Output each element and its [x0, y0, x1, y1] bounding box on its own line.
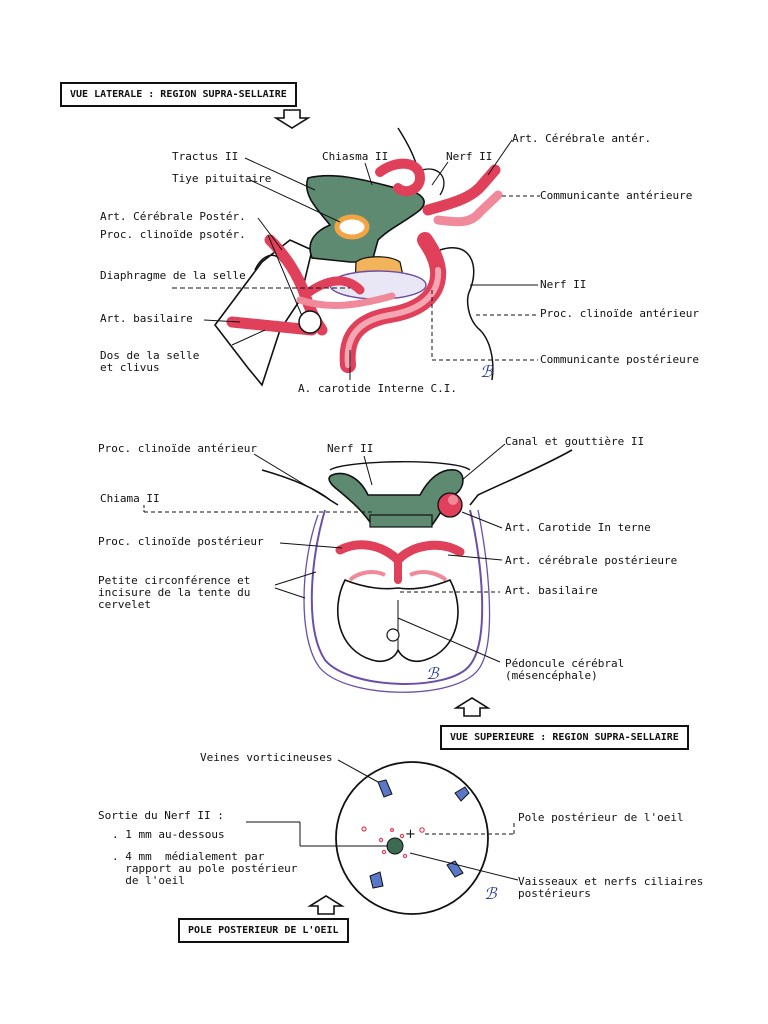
vortex-vein-icon [446, 860, 464, 878]
vortex-vein-icon [454, 786, 470, 802]
superior-title: VUE SUPERIEURE : REGION SUPRA-SELLAIRE [450, 732, 679, 743]
lateral-view-drawing [213, 127, 503, 387]
svg-text:+: + [405, 827, 416, 842]
label-eye-sortie: Sortie du Nerf II : [98, 809, 224, 822]
signature-mark: ℬ [426, 664, 439, 683]
label-communicante-post: Communicante postérieure [540, 353, 699, 366]
label-sup-pedoncule: Pédoncule cérébral (mésencéphale) [505, 657, 625, 682]
label-tige: Tiye pituitaire [172, 172, 272, 185]
label-cerebrale-poster: Art. Cérébrale Postér. [100, 210, 246, 223]
superior-title-box: VUE SUPERIEURE : REGION SUPRA-SELLAIRE [440, 725, 689, 750]
tentorial-incisura [310, 509, 484, 685]
label-diaphragme: Diaphragme de la selle [100, 269, 246, 282]
label-sup-petite: Petite circonférence et incisure de la t… [98, 574, 251, 611]
eye-title-box: POLE POSTERIEUR DE L'OEIL [178, 918, 349, 943]
label-eye-pole: Pole postérieur de l'oeil [518, 811, 684, 824]
label-clinoide-post: Proc. clinoïde psotér. [100, 228, 246, 241]
label-eye-mm4: . 4 mm médialement par rapport au pole p… [112, 850, 298, 887]
label-cerebrale-anter: Art. Cérébrale antér. [512, 132, 652, 145]
label-sup-chiama: Chiama II [100, 492, 160, 505]
lateral-title-box: VUE LATERALE : REGION SUPRA-SELLAIRE [60, 82, 297, 107]
lateral-leader-lines [172, 139, 540, 380]
label-basilaire: Art. basilaire [100, 312, 193, 325]
anterior-cerebral-artery [422, 164, 501, 216]
chiasma-superior [328, 469, 464, 526]
label-sup-clinoide-ant: Proc. clinoïde antérieur [98, 442, 257, 455]
label-eye-vaisseaux: Vaisseaux et nerfs ciliaires postérieurs [518, 875, 704, 900]
label-sup-clinoide-post: Proc. clinoïde postérieur [98, 535, 264, 548]
label-sup-cerebrale-post: Art. cérébrale postérieure [505, 554, 678, 567]
eye-leader-lines [246, 759, 519, 881]
label-clinoide-ant: Proc. clinoïde antérieur [540, 307, 699, 320]
eye-title: POLE POSTERIEUR DE L'OEIL [188, 925, 339, 936]
basilar-artery [226, 316, 318, 336]
eye-posterior-pole-drawing: + [335, 761, 489, 915]
pituitary-stalk [334, 214, 370, 240]
down-arrow-icon [273, 109, 311, 129]
up-arrow-icon [453, 697, 491, 717]
vortex-vein-icon [377, 779, 393, 798]
label-tractus: Tractus II [172, 150, 239, 163]
lateral-title: VUE LATERALE : REGION SUPRA-SELLAIRE [70, 89, 287, 100]
label-chiasma: Chiasma II [322, 150, 389, 163]
up-arrow-icon-eye [307, 895, 345, 915]
label-nerf-mid: Nerf II [540, 278, 587, 291]
label-sup-nerf: Nerf II [327, 442, 374, 455]
label-eye-mm1: . 1 mm au-dessous [112, 828, 225, 841]
optic-nerve [375, 158, 426, 197]
label-carotide: A. carotide Interne C.I. [298, 382, 457, 395]
label-sup-basilaire: Art. basilaire [505, 584, 598, 597]
signature-mark: ℬ [484, 884, 497, 903]
signature-mark: ℬ [480, 362, 493, 381]
superior-view-drawing [261, 449, 573, 693]
label-nerf-top: Nerf II [446, 150, 493, 163]
label-sup-carotide: Art. Carotide In terne [505, 521, 651, 534]
label-dos: Dos de la selle et clivus [100, 349, 200, 374]
superior-leader-lines [143, 443, 506, 663]
vortex-vein-icon [369, 871, 384, 889]
label-eye-veines: Veines vorticineuses [200, 751, 333, 764]
label-sup-canal: Canal et gouttière II [505, 435, 645, 448]
label-communicante-ant: Communicante antérieure [540, 189, 693, 202]
optic-disc [386, 837, 404, 855]
